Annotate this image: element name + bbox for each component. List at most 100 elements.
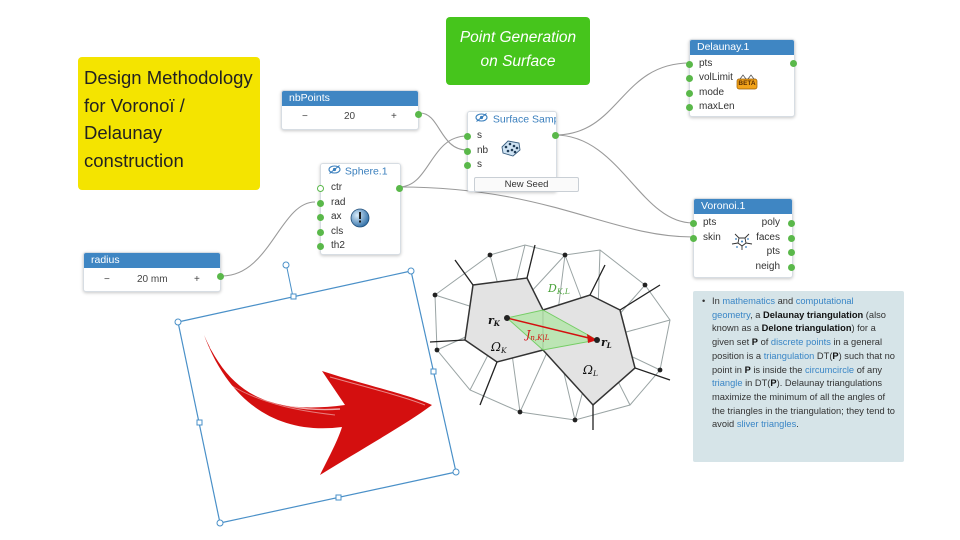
delaunay-input-vollimit: volLimit bbox=[699, 72, 733, 83]
delaunay-node[interactable]: Delaunay.1 pts volLimit mode maxLen BETA bbox=[686, 39, 797, 117]
red-arrow-image bbox=[204, 335, 432, 475]
voronoi-out-port-poly[interactable] bbox=[788, 220, 795, 227]
resize-handle-bottom[interactable] bbox=[335, 494, 342, 501]
voronoi-node[interactable]: Voronoi.1 pts skin poly faces pts neigh bbox=[690, 198, 795, 278]
sampler-port-nb[interactable] bbox=[464, 148, 471, 155]
link-triangulation[interactable]: triangulation bbox=[763, 350, 815, 361]
link-sliver-triangles[interactable]: sliver triangles bbox=[736, 419, 797, 430]
arrow-image-frame[interactable] bbox=[170, 255, 465, 535]
delaunay-port-mode[interactable] bbox=[686, 90, 693, 97]
wire-sphere-sampler bbox=[398, 135, 468, 188]
svg-text:ΩK: ΩK bbox=[490, 340, 507, 355]
sphere-port-ctr[interactable] bbox=[317, 185, 324, 192]
resize-handle-tl[interactable] bbox=[174, 318, 182, 326]
voronoi-output-poly: poly bbox=[761, 217, 780, 228]
wiki-text: and bbox=[775, 296, 796, 306]
wiki-bold: P bbox=[744, 364, 751, 375]
wire-radius-sphere bbox=[221, 201, 316, 277]
voronoi-title[interactable]: Voronoi.1 bbox=[694, 199, 792, 214]
delaunay-input-pts: pts bbox=[699, 58, 713, 69]
radius-value[interactable]: 20 mm bbox=[137, 274, 168, 285]
selection-outline bbox=[177, 270, 457, 524]
sphere-port-ax[interactable] bbox=[317, 214, 324, 221]
sampler-input-s2: s bbox=[477, 159, 482, 170]
link-triangle[interactable]: triangle bbox=[712, 378, 743, 389]
point-generation-note[interactable]: Point Generation on Surface bbox=[446, 17, 590, 85]
wiki-bold: P bbox=[832, 350, 839, 361]
sphere-title-bar[interactable]: Sphere.1 bbox=[321, 164, 400, 179]
nbpoints-output-port[interactable] bbox=[415, 111, 422, 118]
resize-handle-right[interactable] bbox=[430, 368, 437, 375]
sphere-input-rad: rad bbox=[331, 197, 346, 208]
resize-handle-bl[interactable] bbox=[216, 519, 224, 527]
delaunay-port-vollimit[interactable] bbox=[686, 75, 693, 82]
delaunay-output-port[interactable] bbox=[790, 60, 797, 67]
sphere-input-ctr: ctr bbox=[331, 182, 343, 193]
new-seed-button[interactable]: New Seed bbox=[474, 177, 579, 192]
radius-title[interactable]: radius bbox=[84, 253, 220, 268]
sphere-node[interactable]: Sphere.1 ctr rad ax cls th2 bbox=[317, 163, 403, 255]
wiki-text: , a bbox=[750, 309, 763, 320]
surface-sampler-title-bar[interactable]: Surface Samp bbox=[468, 112, 556, 127]
link-circumcircle[interactable]: circumcircle bbox=[805, 364, 855, 375]
nbpoints-node[interactable]: nbPoints − 20 + bbox=[281, 90, 422, 130]
sampler-port-s[interactable] bbox=[464, 133, 471, 140]
rotate-handle[interactable] bbox=[282, 261, 290, 269]
sphere-port-th2[interactable] bbox=[317, 243, 324, 250]
voronoi-out-port-faces[interactable] bbox=[788, 235, 795, 242]
nbpoints-increment-button[interactable]: + bbox=[391, 111, 397, 122]
resize-handle-tr[interactable] bbox=[407, 267, 415, 275]
bullet-icon: • bbox=[702, 296, 706, 306]
wiki-text: ). Delaunay triangulations maximize the … bbox=[712, 378, 895, 430]
sphere-port-cls[interactable] bbox=[317, 229, 324, 236]
link-discrete-points[interactable]: discrete points bbox=[770, 337, 831, 348]
wiki-text: ) such that no point in bbox=[712, 350, 895, 375]
sphere-port-rad[interactable] bbox=[317, 200, 324, 207]
radius-decrement-button[interactable]: − bbox=[104, 274, 110, 285]
nbpoints-decrement-button[interactable]: − bbox=[302, 111, 308, 122]
delaunay-port-maxlen[interactable] bbox=[686, 104, 693, 111]
radius-node[interactable]: radius − 20 mm + bbox=[83, 252, 224, 292]
wiki-text: in a general position is a bbox=[712, 337, 883, 361]
wire-sampler-delaunay bbox=[554, 62, 691, 136]
sphere-output-port[interactable] bbox=[396, 185, 403, 192]
point-cloud-icon bbox=[499, 138, 523, 161]
nbpoints-value[interactable]: 20 bbox=[344, 111, 356, 122]
wire-sphere-voronoi bbox=[398, 186, 694, 238]
sampler-input-s: s bbox=[477, 130, 482, 141]
voronoi-port-pts[interactable] bbox=[690, 220, 697, 227]
radius-output-port[interactable] bbox=[217, 273, 224, 280]
voronoi-delaunay-illustration: DK,L rK rL Jn,K|L ΩK ΩL bbox=[429, 244, 671, 430]
surface-sampler-title: Surface Samp bbox=[492, 113, 556, 126]
surface-sampler-node[interactable]: Surface Samp s nb s New Seed bbox=[464, 111, 579, 192]
resize-handle-top[interactable] bbox=[290, 293, 297, 300]
sampler-output-port[interactable] bbox=[552, 132, 559, 139]
wiki-text: of any bbox=[854, 364, 883, 375]
wiki-text: DT( bbox=[814, 350, 833, 361]
link-mathematics[interactable]: mathematics bbox=[722, 296, 776, 306]
sphere-input-ax: ax bbox=[331, 211, 342, 222]
eye-slash-icon[interactable] bbox=[475, 112, 490, 127]
eye-slash-icon[interactable] bbox=[328, 164, 342, 179]
delaunay-input-maxlen: maxLen bbox=[699, 101, 735, 112]
wiki-text: . bbox=[796, 419, 799, 430]
delaunay-title[interactable]: Delaunay.1 bbox=[690, 40, 794, 55]
link-computational-geometry[interactable]: computational geometry bbox=[712, 296, 854, 320]
delaunay-port-pts[interactable] bbox=[686, 61, 693, 68]
delaunay-definition-note[interactable]: • In mathematics and computational geome… bbox=[693, 291, 904, 462]
voronoi-port-skin[interactable] bbox=[690, 235, 697, 242]
wiki-bold: P bbox=[770, 378, 777, 389]
voronoi-out-port-pts[interactable] bbox=[788, 249, 795, 256]
voronoi-out-port-neigh[interactable] bbox=[788, 264, 795, 271]
sampler-port-s2[interactable] bbox=[464, 162, 471, 169]
voronoi-output-neigh: neigh bbox=[755, 261, 780, 272]
radius-increment-button[interactable]: + bbox=[194, 274, 200, 285]
voronoi-output-faces: faces bbox=[756, 232, 780, 243]
wire-nbpoints-sampler bbox=[419, 112, 468, 151]
methodology-note[interactable]: Design Methodology for Voronoï / Delauna… bbox=[78, 57, 260, 190]
nbpoints-title[interactable]: nbPoints bbox=[282, 91, 418, 106]
point-generation-note-line2: on Surface bbox=[480, 53, 556, 70]
resize-handle-br[interactable] bbox=[452, 468, 460, 476]
svg-text:Jn,K|L: Jn,K|L bbox=[524, 328, 550, 342]
resize-handle-left[interactable] bbox=[196, 419, 203, 426]
